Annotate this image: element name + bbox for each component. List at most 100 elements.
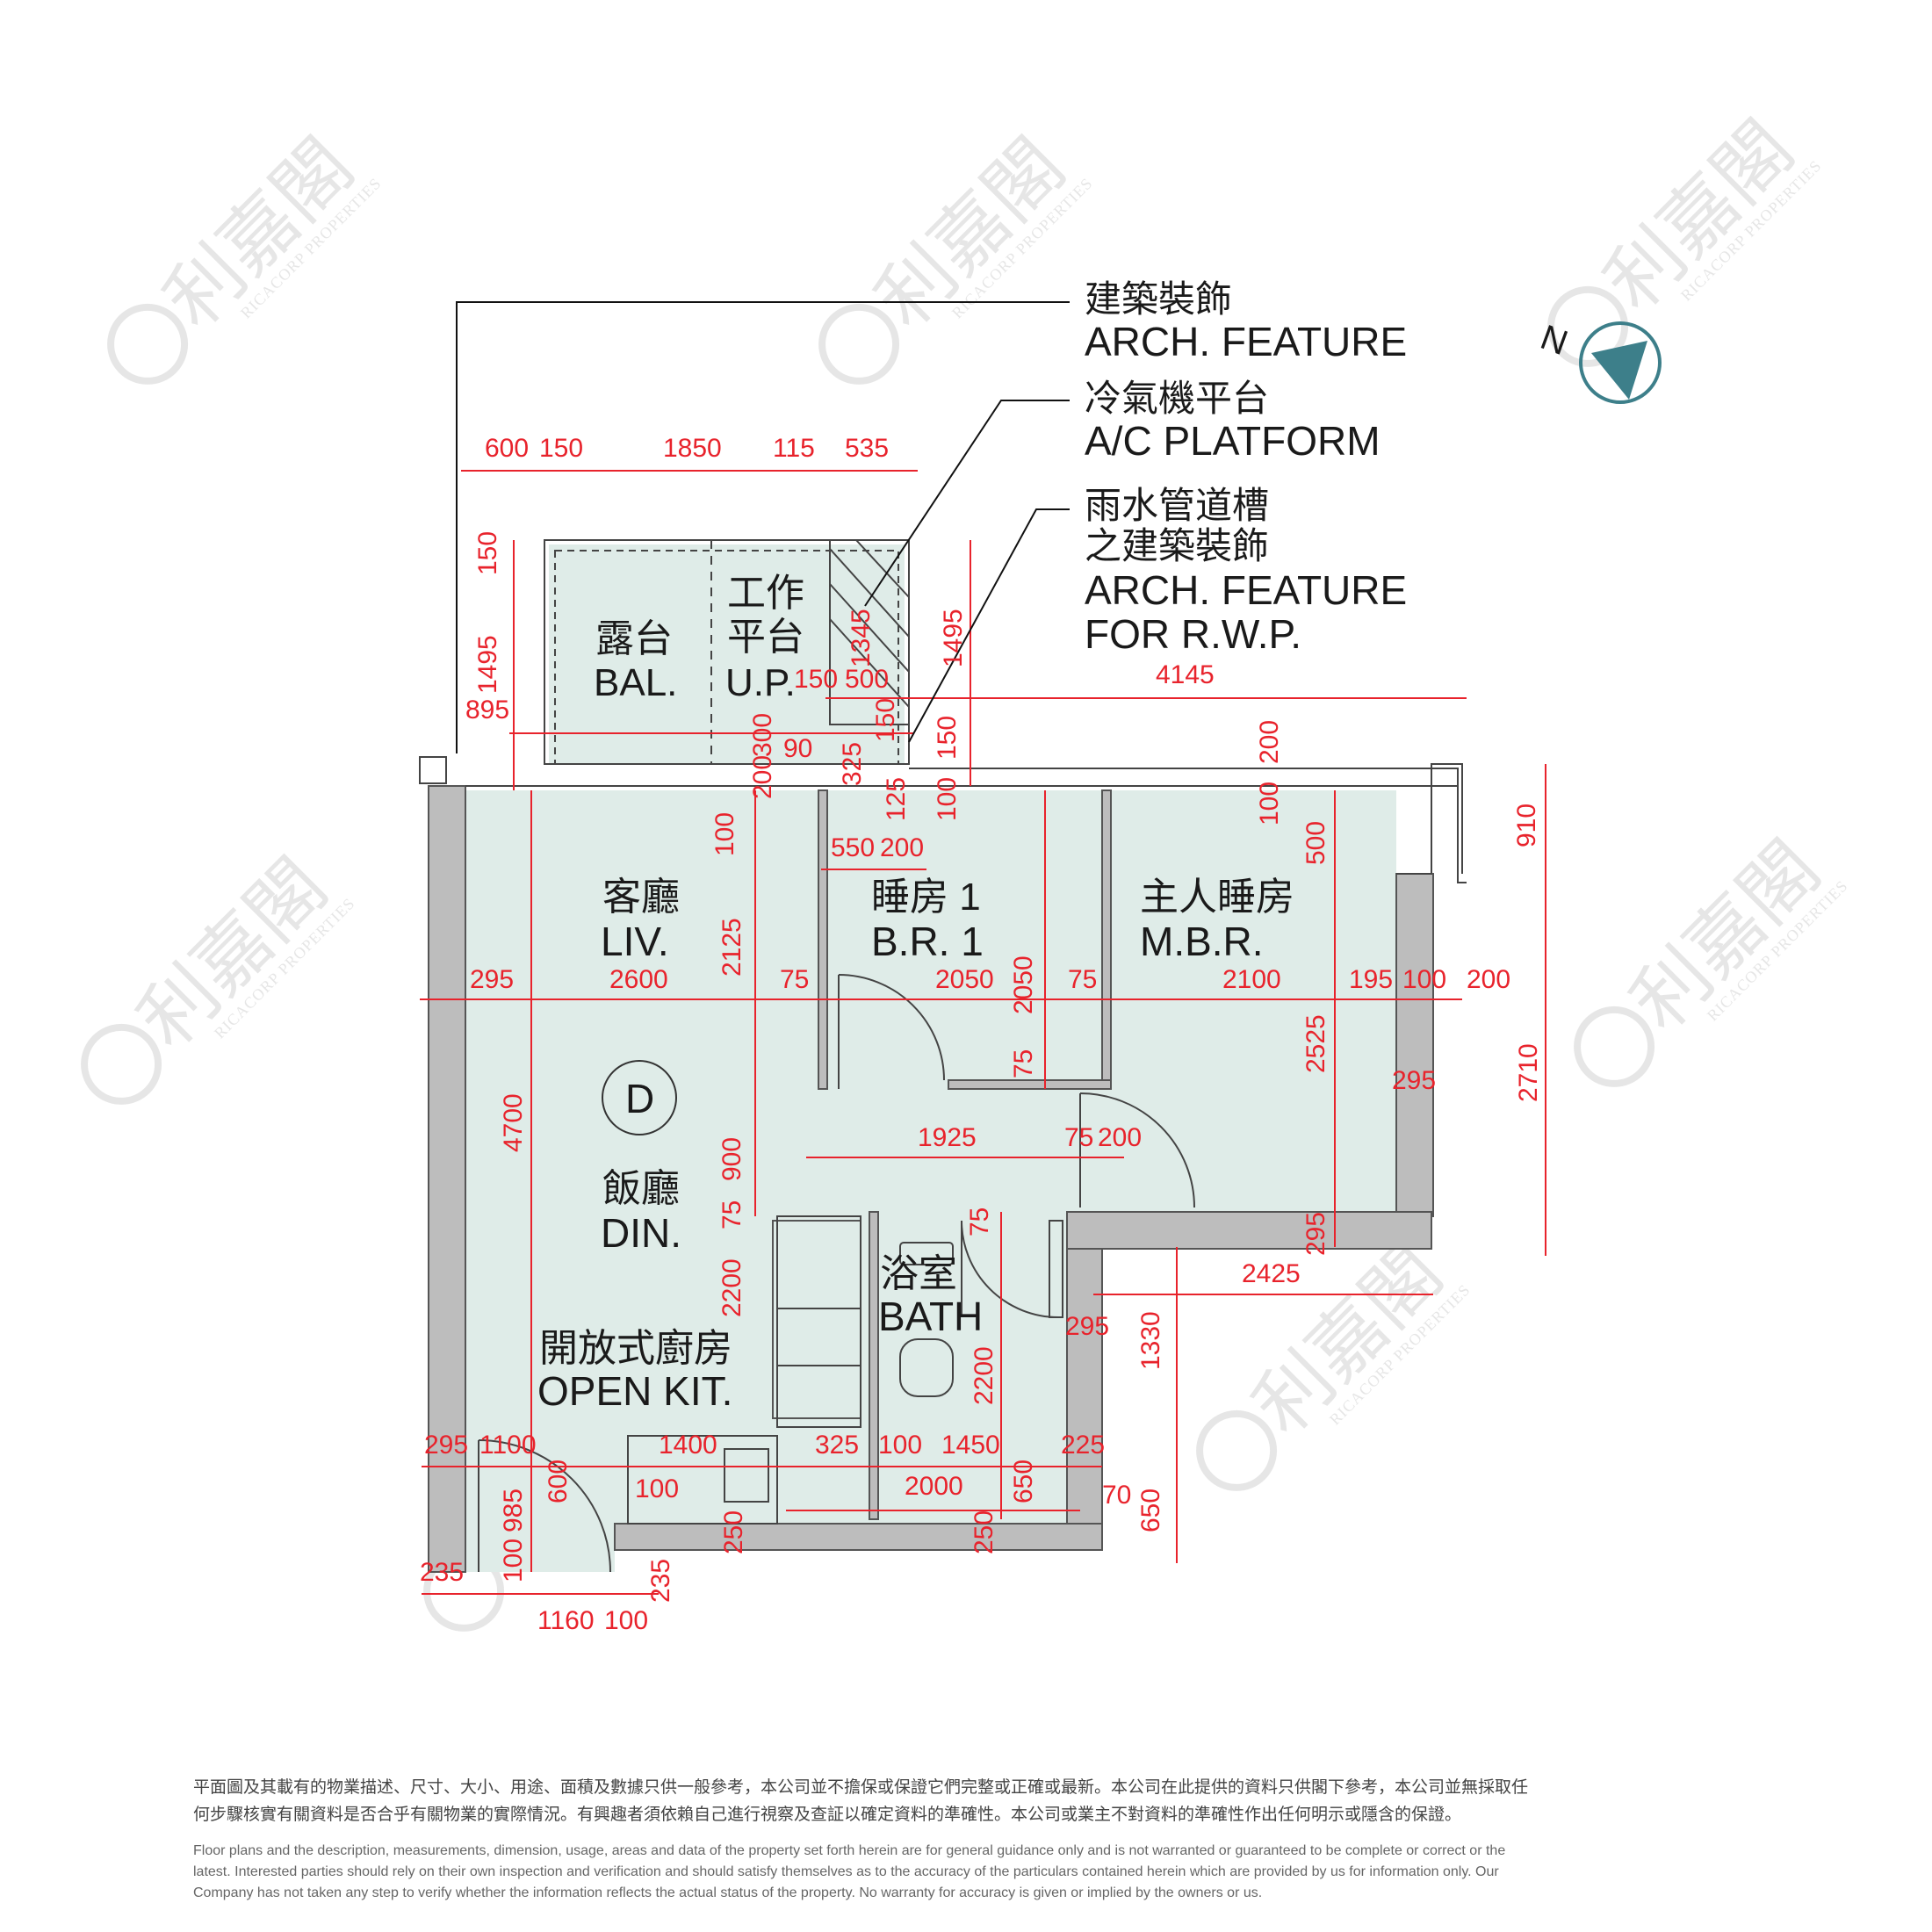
dim-k-295: 295 — [424, 1431, 468, 1460]
callouts: 建築裝飾 ARCH. FEATURE 冷氣機平台 A/C PLATFORM 雨水… — [1085, 278, 1407, 657]
dining-table-icon — [602, 1060, 677, 1135]
dim-l-100: 100 — [1402, 965, 1446, 994]
dim-l-200: 200 — [1467, 965, 1510, 994]
dim-k-100b: 100 — [635, 1474, 679, 1503]
dim-k-1160: 1160 — [537, 1606, 595, 1635]
d-marker: D — [625, 1076, 654, 1121]
dim-h-2425: 2425 — [1242, 1259, 1301, 1288]
dim-b-1330: 1330 — [1136, 1311, 1165, 1370]
dim-b-75: 75 — [965, 1208, 994, 1236]
dim-l-2600: 2600 — [609, 965, 668, 994]
dim-r-2710: 2710 — [1514, 1043, 1543, 1102]
dim-k-1100: 1100 — [479, 1431, 537, 1460]
dim-v-1495: 1495 — [473, 635, 502, 694]
balcony-label-en: BAL. — [594, 661, 677, 704]
bath-right-wall — [1066, 1211, 1103, 1546]
utility-platform-label-en: U.P. — [725, 661, 796, 704]
bathroom-label-zh: 浴室 — [880, 1252, 957, 1295]
dim-l-75b: 75 — [1068, 965, 1097, 994]
dim-s-200b: 200 — [1255, 720, 1284, 764]
dim-k-100c: 100 — [499, 1539, 528, 1582]
dining-room-label-en: DIN. — [601, 1210, 681, 1256]
rwp-feature-label-zh-2: 之建築裝飾 — [1085, 525, 1269, 566]
watermark-logo: 利嘉閣 RICACORP PROPERTIES — [81, 842, 358, 1105]
dim-l-195: 195 — [1349, 965, 1393, 994]
dim-h-200c: 200 — [1098, 1123, 1142, 1152]
dim-s-200: 200 — [748, 755, 777, 799]
dim-s-325: 325 — [838, 742, 867, 786]
dim-up-500: 500 — [845, 665, 889, 694]
dim-v-150: 150 — [473, 531, 502, 575]
dim-k-2000: 2000 — [905, 1472, 963, 1501]
floor-area — [465, 544, 1396, 1572]
room-labels: 露台 BAL. 工作 平台 U.P. 客廳 LIV. 睡房 1 B.R. 1 主… — [537, 572, 1294, 1414]
dim-k-235b: 235 — [646, 1559, 675, 1603]
dim-l-2100: 2100 — [1222, 965, 1281, 994]
open-kitchen-label-zh: 開放式廚房 — [539, 1327, 732, 1370]
utility-platform-floor — [825, 544, 905, 764]
dim-s-125: 125 — [882, 777, 911, 821]
dining-room-label-zh: 飯廳 — [602, 1167, 680, 1210]
disclaimer-zh-line-1: 平面圖及其載有的物業描述、尺寸、大小、用途、面積及數據只供一般參考，本公司並不擔… — [193, 1777, 1529, 1797]
dim-up-150: 150 — [794, 665, 838, 694]
watermark-logo: 利嘉閣 RICACORP PROPERTIES — [1196, 1229, 1474, 1491]
ac-platform-label-zh: 冷氣機平台 — [1085, 378, 1269, 419]
dim-k-100: 100 — [878, 1431, 922, 1460]
left-wall — [428, 785, 466, 1573]
dim-s-150b: 150 — [871, 698, 900, 742]
dim-s-100c: 100 — [710, 812, 739, 856]
bathroom-label-en: BATH — [878, 1294, 983, 1339]
open-kitchen-label-en: OPEN KIT. — [537, 1368, 732, 1414]
master-bedroom-label-en: M.B.R. — [1140, 919, 1264, 964]
dim-s-300: 300 — [748, 713, 777, 757]
watermark-logo: 利嘉閣 RICACORP PROPERTIES — [1574, 825, 1851, 1087]
utility-platform-label-zh-1: 工作 — [727, 572, 804, 615]
dim-top-150: 150 — [539, 434, 583, 463]
dim-v-2525: 2525 — [1301, 1014, 1330, 1073]
north-arrow: N — [1536, 318, 1662, 404]
dim-b-295: 295 — [1065, 1312, 1109, 1341]
dimension-labels: 600 150 1850 115 535 150 1495 895 1345 1… — [420, 434, 1543, 1635]
br1-bottom-wall — [948, 1079, 1112, 1090]
dim-k-650b: 650 — [1136, 1489, 1165, 1532]
dim-top-600: 600 — [485, 434, 529, 463]
dim-top-535: 535 — [845, 434, 889, 463]
callout-leaders — [456, 301, 1070, 753]
dim-v-2125: 2125 — [717, 918, 746, 977]
kitchen-bottom-wall — [614, 1523, 1103, 1551]
walls — [428, 785, 1434, 1573]
dim-top-115: 115 — [773, 434, 815, 463]
bedroom-1-label-zh: 睡房 1 — [871, 876, 981, 919]
dim-r-295b: 295 — [1301, 1212, 1330, 1256]
right-wall — [1395, 873, 1434, 1217]
dim-k-225: 225 — [1061, 1431, 1105, 1460]
watermark-logo: 利嘉閣 RICACORP PROPERTIES — [107, 122, 385, 385]
dim-k-250b: 250 — [970, 1510, 998, 1554]
arch-feature-label-zh: 建築裝飾 — [1085, 278, 1232, 320]
dim-k-250: 250 — [719, 1510, 748, 1554]
dim-k-1450: 1450 — [941, 1431, 1000, 1460]
dim-k-650: 650 — [1009, 1460, 1038, 1503]
dim-h-1925: 1925 — [918, 1123, 977, 1152]
disclaimer-en-line-1: Floor plans and the description, measure… — [193, 1843, 1506, 1858]
dim-k-1400: 1400 — [659, 1431, 717, 1460]
dim-up-1345: 1345 — [847, 609, 876, 667]
dim-k-235: 235 — [420, 1558, 464, 1587]
dim-h-200: 200 — [880, 833, 924, 862]
dim-l-75: 75 — [780, 965, 809, 994]
dim-r-295a: 295 — [1392, 1066, 1436, 1095]
dim-v-2050: 2050 — [1009, 955, 1038, 1014]
dim-h-75c: 75 — [1064, 1123, 1093, 1152]
dim-v-2200: 2200 — [717, 1258, 746, 1317]
dim-k-600: 600 — [544, 1460, 573, 1503]
bedroom-1-label-en: B.R. 1 — [871, 919, 984, 964]
dim-v-4700: 4700 — [499, 1093, 528, 1152]
utility-platform-label-zh-2: 平台 — [727, 616, 804, 659]
br1-left-wall — [818, 789, 828, 1090]
ac-platform — [829, 539, 910, 725]
dim-l-2050: 2050 — [935, 965, 994, 994]
dim-h-4145: 4145 — [1156, 660, 1215, 689]
disclaimer: 平面圖及其載有的物業描述、尺寸、大小、用途、面積及數據只供一般參考，本公司並不擔… — [193, 1774, 1756, 1904]
